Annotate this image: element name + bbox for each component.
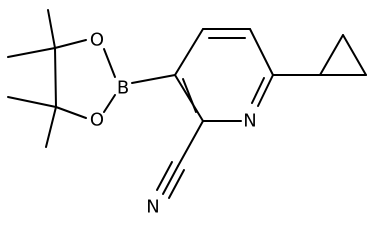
pyridine-ring [174, 28, 274, 122]
bond-c6-n1-inner [251, 77, 265, 104]
bond-c5-c6 [249, 28, 274, 76]
bond-c2-c3-inner [182, 78, 197, 113]
cyclopropyl-group [272, 34, 367, 76]
atom-label-oxygen-top: O [90, 30, 104, 51]
pinacol-boronate-group [7, 9, 176, 148]
bond-c2-c3 [174, 74, 204, 122]
nitrile-triple-bond-1 [162, 165, 179, 195]
methyl-top-1 [47, 9, 56, 49]
bond-o-top-c-top [54, 39, 87, 49]
atom-label-nitrile-nitrogen: N [146, 197, 159, 218]
atom-label-oxygen-bottom: O [90, 110, 104, 131]
atom-label-boron: B [117, 78, 129, 99]
methyl-bottom-2 [45, 106, 57, 148]
methyl-bottom-1 [7, 96, 57, 108]
bond-c3-boron [131, 74, 176, 84]
bond-boron-o-bottom [103, 94, 116, 113]
bond-c3-c4 [174, 28, 204, 76]
bond-c2-cn [177, 120, 204, 167]
cyclopropyl-bond-2 [342, 34, 367, 76]
chemical-structure-diagram: B O O N N [7, 9, 367, 218]
bond-c6-n1 [257, 74, 274, 107]
methyl-top-2 [7, 47, 56, 58]
bond-o-bottom-c-bottom [55, 106, 87, 119]
cyclopropyl-bond-1 [319, 34, 344, 76]
nitrile-group [156, 120, 204, 199]
atom-label-pyridine-nitrogen: N [243, 111, 256, 132]
nitrile-triple-bond-3 [168, 169, 185, 199]
bond-boron-o-top [103, 48, 116, 78]
bond-c-top-c-bottom [54, 47, 57, 108]
nitrile-triple-bond-2 [156, 161, 173, 191]
